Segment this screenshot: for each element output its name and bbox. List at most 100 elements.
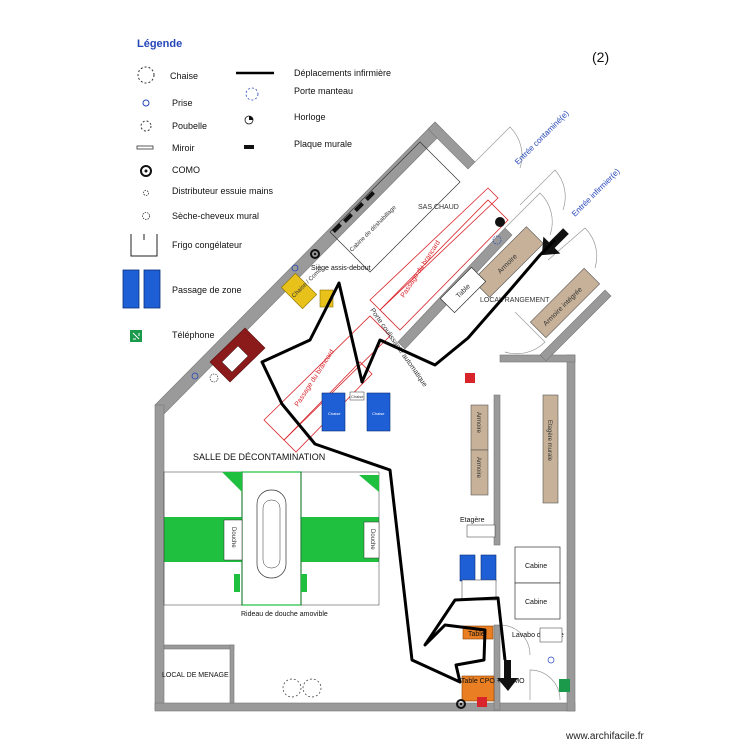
legend: Légende Chaise Prise Poubelle Miroir COM… xyxy=(122,38,391,342)
label-table-orange: Table xyxy=(468,631,485,638)
legend-seche: Sèche-cheveux mural xyxy=(172,211,259,221)
label-entree-contaminee: Entrée contaminé(e) xyxy=(513,109,571,167)
como-icon xyxy=(456,699,466,709)
label-local-rangement: LOCAL RANGEMENT xyxy=(480,297,550,304)
shower-corner-1 xyxy=(222,472,242,492)
label-entree-infirmier: Entrée infirmier(e) xyxy=(570,167,622,219)
exit-arrow xyxy=(497,660,518,691)
armoire-top-box xyxy=(472,226,544,298)
chair-icon xyxy=(137,66,155,84)
door-swing-2 xyxy=(519,169,566,211)
label-chaise-blue-2: Chaise xyxy=(372,411,385,416)
door-swing-3 xyxy=(504,192,553,236)
como-icon xyxy=(310,249,320,259)
table-top-box xyxy=(439,266,487,314)
label-chaise-small: Chaise xyxy=(351,394,364,399)
label-douche-1: Douche xyxy=(230,527,236,548)
cabine-2 xyxy=(514,582,561,620)
wall-bottom xyxy=(154,702,576,712)
label-table-cpo: Table CPO + COMO xyxy=(461,678,525,685)
label-douche-2: Douche xyxy=(369,529,375,550)
exit-arrow-head xyxy=(497,678,518,691)
zone-passage-right xyxy=(480,554,497,582)
table-cpo xyxy=(461,675,495,702)
exit-arrow-shaft xyxy=(504,660,511,682)
armoire-integree-box xyxy=(529,267,601,339)
etagere-murale-box xyxy=(542,394,559,504)
legend-title: Légende xyxy=(137,38,182,50)
passage-brancard-upper-2 xyxy=(379,199,509,331)
etagere-box xyxy=(466,524,496,538)
wall-left xyxy=(154,404,165,711)
wall-plates xyxy=(332,191,375,233)
armoire-mid-2: Armoire xyxy=(470,449,489,496)
clock-icon-fill xyxy=(249,116,253,120)
label-salle: SALLE DE DÉCONTAMINATION xyxy=(193,452,325,462)
label-etagere: Etagère xyxy=(460,517,485,524)
chaise-small xyxy=(349,391,365,401)
red-box-bottom xyxy=(477,697,487,707)
lavabo-box xyxy=(539,627,563,643)
shower-bath xyxy=(256,489,287,579)
door-swing-5 xyxy=(504,311,546,355)
legend-plaque: Plaque murale xyxy=(294,139,352,149)
outlet-icon xyxy=(191,372,199,380)
door-swings xyxy=(474,126,598,701)
chaise-blue-2 xyxy=(366,392,391,432)
zone-passage-icon-left xyxy=(122,269,140,309)
legend-passage: Passage de zone xyxy=(172,285,242,295)
chair-icon xyxy=(282,678,302,698)
wall-local-menage-top xyxy=(163,644,235,650)
towel-dispenser-icon xyxy=(143,190,149,196)
label-cabine-1: Cabine xyxy=(525,563,547,570)
legend-prise: Prise xyxy=(172,98,193,108)
table-top: Table xyxy=(439,266,487,314)
label-sas-chaud: SAS CHAUD xyxy=(418,204,459,211)
shower-drain-1 xyxy=(234,574,240,592)
legend-como: COMO xyxy=(172,165,200,175)
sink-basin xyxy=(221,345,249,373)
legend-chaise: Chaise xyxy=(170,71,198,81)
door-swing-4 xyxy=(547,227,598,269)
label-etagere-murale: Etagère murale xyxy=(546,420,552,462)
wall-right-lower xyxy=(566,354,576,712)
wall-plate-icon xyxy=(354,202,364,212)
wall-right-top xyxy=(499,354,576,363)
label-passage-brancard-upper: Passage du brancard xyxy=(400,239,442,299)
etagere-murale: Etagère murale xyxy=(542,394,559,504)
phone-icon xyxy=(559,679,570,692)
wall-plate-icon xyxy=(244,145,254,149)
outlet-icon xyxy=(547,656,555,664)
outlet-icon xyxy=(291,264,299,272)
armoire-top: Armoire xyxy=(472,226,544,298)
trash-icon xyxy=(209,373,219,383)
legend-porte-manteau: Porte manteau xyxy=(294,86,353,96)
wall-plate-icon xyxy=(365,191,375,201)
sink-unit xyxy=(209,327,266,383)
shower-drain-2 xyxy=(301,574,307,592)
legend-distributeur: Distributeur essuie mains xyxy=(172,186,274,196)
shower-head-left xyxy=(223,519,243,561)
door-swing-6 xyxy=(499,624,531,656)
label-rideau: Rideau de douche amovible xyxy=(241,611,328,618)
cabine-deshabillage xyxy=(329,141,461,273)
salle-decontamination: SALLE DE DÉCONTAMINATION Chaise Chaise C… xyxy=(162,228,570,709)
zone-passage-left xyxy=(459,554,476,582)
wall-local-menage-right xyxy=(229,644,235,704)
door-swing-7 xyxy=(529,669,561,701)
door-swing-1 xyxy=(474,126,523,169)
wall-diagonal-entrance xyxy=(427,121,476,170)
label-chaise-blue-1: Chaise xyxy=(328,411,341,416)
armoire-mid-2-box xyxy=(470,449,489,496)
wall-partition-lower xyxy=(493,624,501,711)
watermark: www.archifacile.fr xyxy=(565,731,644,742)
coat-rack-icon xyxy=(492,235,502,245)
wall-diagonal-lower-right xyxy=(539,289,612,362)
legend-poubelle: Poubelle xyxy=(172,121,207,131)
legend-deplacements: Déplacements infirmière xyxy=(294,68,391,78)
legend-miroir: Miroir xyxy=(172,143,195,153)
shower-head-right xyxy=(363,521,380,559)
label-local-menage: LOCAL DE MENAGE xyxy=(162,672,229,679)
passage-brancard-upper xyxy=(369,187,499,311)
label-cabine-2: Cabine xyxy=(525,599,547,606)
